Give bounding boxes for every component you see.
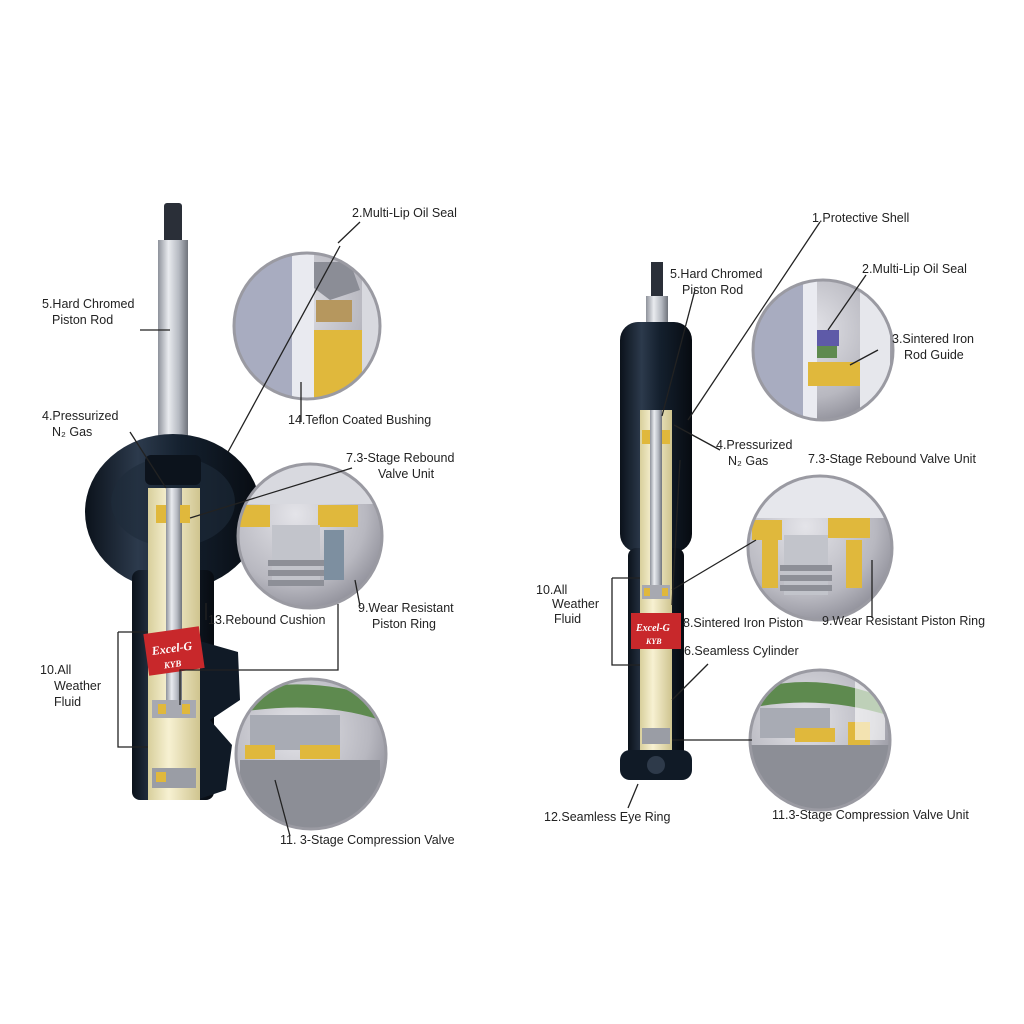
left-bracket (196, 640, 240, 800)
left-label-cushion: 13.Rebound Cushion (208, 613, 325, 627)
right-label-wear: 9.Wear Resistant Piston Ring (822, 614, 985, 628)
right-label-piston: 8.Sintered Iron Piston (683, 616, 803, 630)
left-rod-tip (164, 203, 182, 243)
right-label-fluid-2: Weather (552, 597, 599, 611)
right-label-gas-2: N₂ Gas (728, 454, 768, 468)
right-label-rod-guide-1: 3.Sintered Iron (892, 332, 974, 346)
left-label-rebound-2: Valve Unit (378, 467, 435, 481)
right-label-piston-rod-1: 5.Hard Chromed (670, 267, 762, 281)
right-label-eye-ring: 12.Seamless Eye Ring (544, 810, 671, 824)
left-label-fluid-1: 10.All (40, 663, 71, 677)
right-label-gas-1: 4.Pressurized (716, 438, 792, 452)
left-logo-brand: Excel-G (150, 638, 194, 658)
leader-lines (117, 221, 879, 837)
right-logo-band (631, 613, 681, 649)
right-lens-compression (748, 668, 892, 812)
right-label-compression: 11.3-Stage Compression Valve Unit (772, 808, 969, 822)
right-label-rod-guide-2: Rod Guide (904, 348, 964, 362)
left-label-fluid-2: Weather (54, 679, 101, 693)
right-rod-tip (651, 262, 663, 298)
left-strut: Excel-G KYB (85, 203, 261, 800)
left-label-rebound-1: 7.3-Stage Rebound (346, 451, 454, 465)
left-lens-rebound (236, 462, 384, 610)
right-label-fluid-3: Fluid (554, 612, 581, 626)
right-label-oil-seal: 2.Multi-Lip Oil Seal (862, 262, 967, 276)
left-label-piston-rod-1: 5.Hard Chromed (42, 297, 134, 311)
left-logo-maker: KYB (162, 658, 182, 670)
right-label-piston-rod-2: Piston Rod (682, 283, 743, 297)
right-shock: Excel-G KYB (620, 262, 692, 780)
left-label-piston-rod-2: Piston Rod (52, 313, 113, 327)
right-label-shell: 1.Protective Shell (812, 211, 909, 225)
left-label-wear-1: 9.Wear Resistant (358, 601, 454, 615)
right-logo-maker: KYB (645, 637, 662, 646)
left-labels: 2.Multi-Lip Oil Seal 5.Hard Chromed Pist… (40, 206, 457, 847)
right-lens-rebound (746, 474, 894, 622)
right-label-cylinder: 6.Seamless Cylinder (684, 644, 799, 658)
right-labels: 1.Protective Shell 5.Hard Chromed Piston… (536, 211, 985, 824)
left-label-compression: 11. 3-Stage Compression Valve (280, 833, 455, 847)
right-lens-oil-seal (751, 278, 895, 422)
left-lens-oil-seal (232, 251, 382, 401)
right-label-fluid-1: 10.All (536, 583, 567, 597)
left-label-gas-1: 4.Pressurized (42, 409, 118, 423)
left-logo-band (143, 626, 205, 676)
left-label-fluid-3: Fluid (54, 695, 81, 709)
left-label-wear-2: Piston Ring (372, 617, 436, 631)
left-lens-compression (234, 677, 388, 831)
left-label-gas-2: N₂ Gas (52, 425, 92, 439)
right-label-rebound: 7.3-Stage Rebound Valve Unit (808, 452, 976, 466)
right-logo-brand: Excel-G (635, 623, 671, 634)
left-label-oil-seal: 2.Multi-Lip Oil Seal (352, 206, 457, 220)
left-label-teflon: 14.Teflon Coated Bushing (288, 413, 431, 427)
